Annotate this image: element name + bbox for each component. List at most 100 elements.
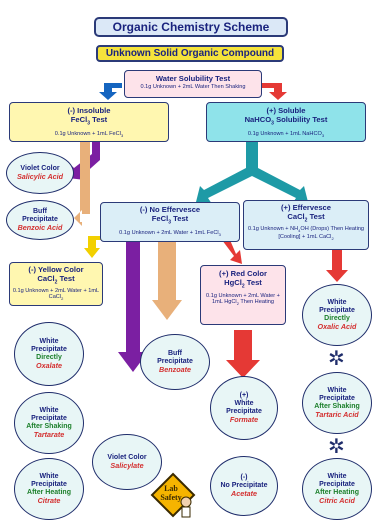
- arrow-noeff-buff: [152, 240, 182, 320]
- no-eff-detail: 0.1g Unknown + 2mL Water + 1mL FeCl3: [119, 229, 221, 238]
- water-test-detail: 0.1g Unknown + 2mL Water Then Shaking: [140, 83, 246, 90]
- red-color-hgcl2-test: (+) Red Color HgCl2 Test 0.1g Unknown + …: [200, 265, 286, 325]
- citric-obs2: Precipitate: [319, 481, 355, 489]
- citrate-name: Citrate: [37, 495, 61, 505]
- result-oxalate: White Precipitate Directly Oxalate: [14, 322, 84, 386]
- result-oxalic-acid: White Precipitate Directly Oxalic Acid: [302, 284, 372, 346]
- acetate-sign: (-): [240, 474, 248, 482]
- oxalate-obs1: White: [39, 338, 59, 346]
- tartarate-name: Tartarate: [33, 429, 65, 439]
- citric-cond: After Heating: [315, 488, 359, 496]
- salicylic-acid-name: Salicylic Acid: [16, 171, 64, 181]
- arrow-noeff-red: [222, 240, 242, 264]
- result-tartaric-acid: White Precipitate After Shaking Tartaric…: [302, 372, 372, 434]
- soluble-line2: NaHCO3 Solubility Test: [244, 114, 328, 127]
- soluble-detail: 0.1g Unknown + 1mL NaHCO3: [247, 130, 325, 139]
- result-acetate: (-) No Precipitate Acetate: [210, 456, 278, 516]
- page-title: Organic Chemistry Scheme: [112, 20, 270, 34]
- tartaric-cond: After Shaking: [314, 402, 360, 410]
- water-solubility-test: Water Solubility Test 0.1g Unknown + 2mL…: [124, 70, 262, 98]
- tartaric-obs1: White: [327, 387, 347, 395]
- acetate-name: Acetate: [231, 488, 257, 498]
- arrow-sol-split: [196, 140, 308, 204]
- water-test-title: Water Solubility Test: [155, 74, 231, 83]
- arrow-insol-buff: [74, 140, 90, 226]
- result-citrate: White Precipitate After Heating Citrate: [14, 458, 84, 520]
- oxalate-name: Oxalate: [36, 360, 62, 370]
- no-eff-line1: (-) No Effervesce: [139, 205, 201, 214]
- tartarate-obs1: White: [39, 407, 59, 415]
- benzoate-obs1: Buff: [168, 350, 182, 358]
- no-eff-line2: FeCl3 Test: [151, 213, 189, 226]
- arrow-to-soluble: [262, 83, 287, 100]
- lab-safety-sign-icon: [150, 472, 196, 518]
- benzoic-acid-obs1: Buff: [33, 208, 47, 216]
- citrate-cond: After Heating: [27, 488, 71, 496]
- oxalic-cond: Directly: [324, 314, 350, 322]
- yellow-line2: CaCl2 Test: [37, 273, 75, 286]
- yellow-line1: (-) Yellow Color: [28, 265, 84, 274]
- subtitle: Unknown Solid Organic Compound: [105, 48, 275, 59]
- red-detail: 0.1g Unknown + 2mL Water + 1mL HgCl2 The…: [206, 292, 280, 307]
- oxalic-obs2: Precipitate: [319, 307, 355, 315]
- citrate-obs1: White: [39, 473, 59, 481]
- tartarate-obs2: Precipitate: [31, 415, 67, 423]
- yellow-color-cacl2-test: (-) Yellow Color CaCl2 Test 0.1g Unknown…: [9, 262, 103, 306]
- result-salicylic-acid: Violet Color Salicylic Acid: [6, 152, 74, 194]
- eff-line1: (+) Effervesce: [280, 203, 332, 212]
- tartaric-name: Tartaric Acid: [315, 409, 359, 419]
- acetate-obs: No Precipitate: [220, 481, 268, 489]
- insoluble-line1: (-) Insoluble: [67, 106, 111, 115]
- insoluble-detail: 0.1g Unknown + 1mL FeCl3: [54, 130, 124, 139]
- lab-safety-line2: Safety: [160, 493, 182, 502]
- insoluble-fecl3-test: (-) Insoluble FeCl3 Test 0.1g Unknown + …: [9, 102, 169, 142]
- spark-icon: ✲: [328, 436, 345, 458]
- salicylate-name: Salicylate: [110, 460, 144, 470]
- result-benzoic-acid: Buff Precipitate Benzoic Acid: [6, 200, 74, 240]
- result-formate: (+) White Precipitate Formate: [210, 376, 278, 440]
- result-salicylate: Violet Color Salicylate: [92, 434, 162, 490]
- eff-detail: 0.1g Unknown + NH4OH (Drops) Then Heatin…: [247, 225, 365, 241]
- benzoate-name: Benzoate: [159, 364, 191, 374]
- formate-name: Formate: [229, 414, 259, 424]
- subtitle-box: Unknown Solid Organic Compound: [96, 45, 284, 62]
- soluble-line1: (+) Soluble: [266, 106, 306, 115]
- soluble-nahco3-test: (+) Soluble NaHCO3 Solubility Test 0.1g …: [206, 102, 366, 142]
- arrow-eff-oxalic: [326, 250, 348, 282]
- no-effervesce-fecl3-test: (-) No Effervesce FeCl3 Test 0.1g Unknow…: [100, 202, 240, 242]
- benzoic-acid-obs2: Precipitate: [22, 215, 58, 223]
- tartaric-obs2: Precipitate: [319, 395, 355, 403]
- oxalic-obs1: White: [327, 299, 347, 307]
- oxalate-cond: Directly: [36, 353, 62, 361]
- red-line2: HgCl2 Test: [224, 277, 262, 290]
- benzoate-obs2: Precipitate: [157, 357, 193, 365]
- benzoic-acid-name: Benzoic Acid: [17, 222, 63, 232]
- salicylate-obs: Violet Color: [107, 454, 147, 462]
- lab-safety-text: Lab Safety: [156, 484, 186, 502]
- page-title-box: Organic Chemistry Scheme: [94, 17, 288, 37]
- formate-obs2: Precipitate: [226, 407, 262, 415]
- oxalate-obs2: Precipitate: [31, 346, 67, 354]
- eff-line2: CaCl2 Test: [287, 211, 325, 224]
- formate-sign: (+): [239, 392, 249, 400]
- citric-obs1: White: [327, 473, 347, 481]
- yellow-detail: 0.1g Unknown + 2mL Water + 1mL CaCl2: [12, 287, 100, 302]
- citrate-obs2: Precipitate: [31, 481, 67, 489]
- arrow-noeff-violet: [118, 240, 148, 372]
- red-line1: (+) Red Color: [219, 269, 267, 278]
- tartarate-cond: After Shaking: [26, 422, 72, 430]
- lab-safety-line1: Lab: [164, 484, 178, 493]
- effervesce-cacl2-test: (+) Effervesce CaCl2 Test 0.1g Unknown +…: [243, 200, 369, 250]
- result-benzoate: Buff Precipitate Benzoate: [140, 334, 210, 390]
- lab-safety-logo: Lab Safety: [150, 472, 196, 518]
- arrow-to-insoluble: [99, 83, 122, 100]
- insoluble-line2: FeCl3 Test: [70, 114, 108, 127]
- oxalic-name: Oxalic Acid: [317, 321, 357, 331]
- result-citric-acid: White Precipitate After Heating Citric A…: [302, 458, 372, 520]
- result-tartarate: White Precipitate After Shaking Tartarat…: [14, 392, 84, 454]
- spark-icon: ✲: [328, 348, 345, 370]
- formate-obs1: White: [234, 400, 254, 408]
- citric-name: Citric Acid: [319, 495, 355, 505]
